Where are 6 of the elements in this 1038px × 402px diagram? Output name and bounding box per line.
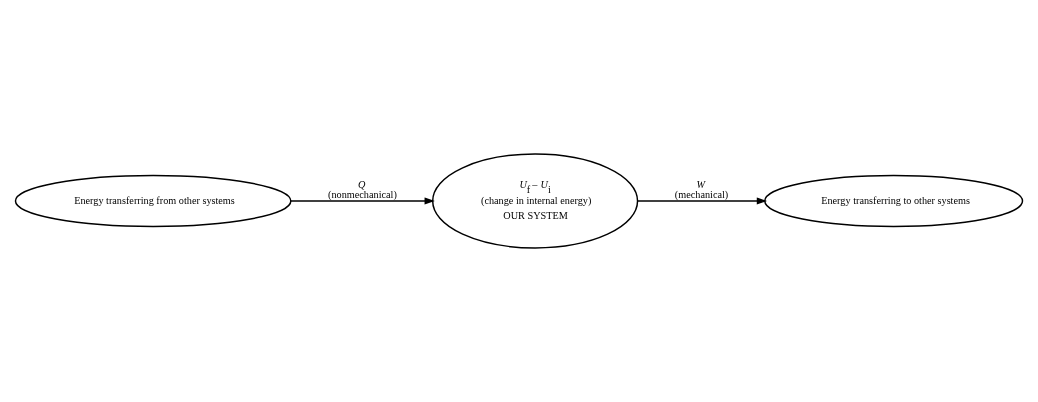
edge-label: W (mechanical) [674,178,729,201]
node-ellipse: Energy transferring from other systems [14,174,292,228]
node-ellipse: Energy transferring to other systems [764,174,1024,228]
arrow [636,197,768,205]
arrow [290,197,435,205]
edge-label: Q (nonmechanical) [328,178,397,201]
